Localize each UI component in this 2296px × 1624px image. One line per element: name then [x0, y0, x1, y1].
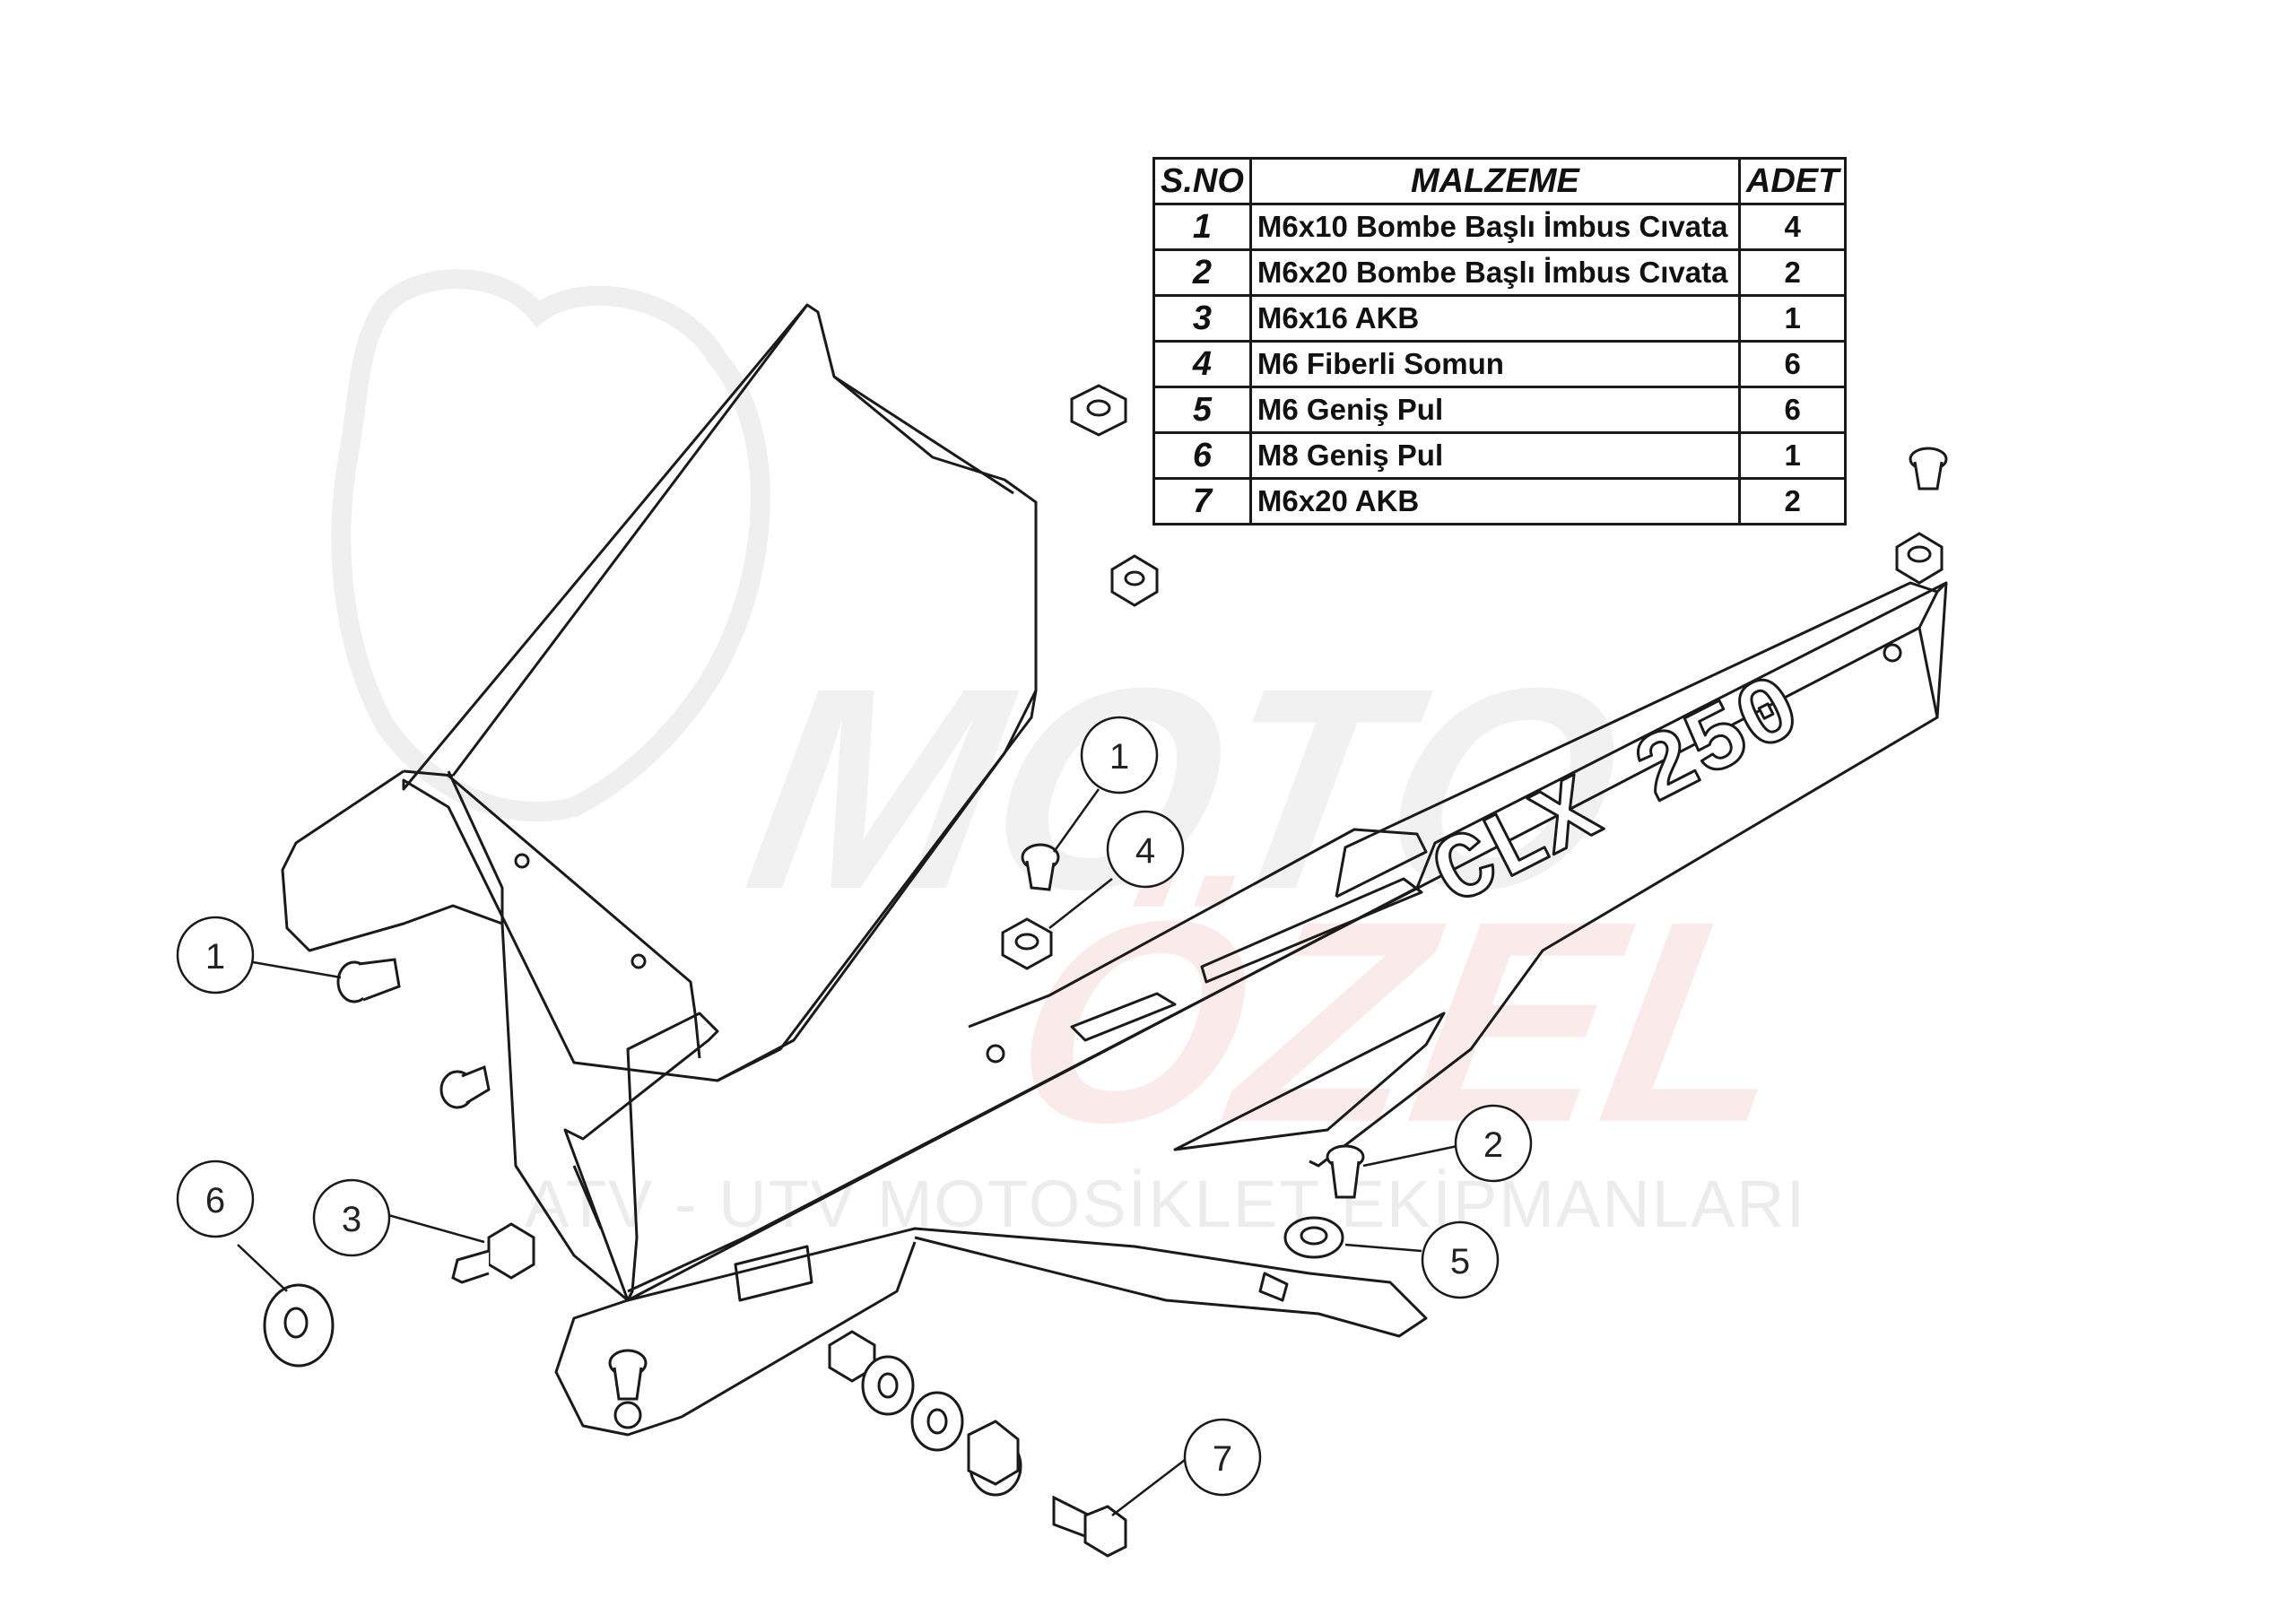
hardware	[263, 384, 1948, 1558]
table-row: 4 M6 Fiberli Somun 6	[1152, 340, 1848, 388]
row-qty: 1	[1737, 431, 1848, 480]
watermark-brand-ozel: ÖZEL	[994, 862, 1815, 1182]
row-qty: 2	[1737, 477, 1848, 525]
row-qty: 6	[1737, 340, 1848, 388]
slot-triangle	[1173, 1012, 1446, 1151]
svg-text:4: 4	[1135, 831, 1155, 871]
bill-of-materials-table: S.NO MALZEME ADET 1 M6x10 Bombe Başlı İm…	[1152, 157, 1848, 525]
slot-small	[1070, 992, 1177, 1042]
callout-balloon: 7	[1183, 1418, 1262, 1497]
svg-text:1: 1	[1109, 737, 1129, 777]
svg-text:5: 5	[1450, 1242, 1470, 1281]
nut-icon	[1895, 532, 1944, 585]
svg-text:7: 7	[1213, 1439, 1232, 1479]
hex-nut-icon	[967, 1420, 1020, 1486]
washer-icon	[910, 1391, 964, 1452]
header-material: MALZEME	[1248, 157, 1741, 205]
button-head-bolt-icon	[1021, 843, 1060, 891]
watermark-brand-moto: MOTO	[729, 629, 1641, 949]
bolt-icon	[1909, 447, 1948, 491]
nut-icon	[1110, 554, 1159, 607]
row-qty: 6	[1737, 386, 1848, 434]
table-row: 3 M6x16 AKB 1	[1152, 294, 1848, 343]
washer-icon	[861, 1355, 915, 1416]
svg-text:6: 6	[205, 1181, 225, 1220]
row-qty: 1	[1737, 294, 1848, 343]
row-material: M6x20 AKB	[1248, 477, 1741, 525]
row-no: 1	[1152, 203, 1252, 251]
washer-icon	[1283, 1216, 1344, 1259]
slot-long	[1200, 877, 1423, 984]
row-material: M8 Geniş Pul	[1248, 431, 1741, 480]
button-head-bolt-icon	[336, 958, 401, 1003]
button-head-bolt-icon	[439, 1064, 491, 1109]
button-head-bolt-icon	[608, 1349, 648, 1401]
callout-balloon: 4	[1106, 810, 1185, 889]
header-no: S.NO	[1152, 157, 1252, 205]
callout-balloon: 2	[1454, 1104, 1533, 1183]
svg-text:2: 2	[1483, 1125, 1503, 1165]
table-row: 6 M8 Geniş Pul 1	[1152, 431, 1848, 480]
callout-balloon: 1	[1080, 716, 1159, 795]
callout-balloon: 1	[176, 916, 255, 994]
row-material: M6 Fiberli Somun	[1248, 340, 1741, 388]
row-no: 2	[1152, 248, 1252, 297]
table-row: 1 M6x10 Bombe Başlı İmbus Cıvata 4	[1152, 203, 1848, 251]
left-bracket	[281, 769, 634, 1302]
table-row: 2 M6x20 Bombe Başlı İmbus Cıvata 2	[1152, 248, 1848, 297]
table-row: 5 M6 Geniş Pul 6	[1152, 386, 1848, 434]
svg-text:1: 1	[205, 937, 225, 977]
callout-balloon: 6	[176, 1159, 255, 1238]
row-no: 6	[1152, 431, 1252, 480]
washer-icon	[263, 1283, 335, 1368]
callouts	[237, 788, 1458, 1516]
hex-bolt-icon	[451, 1222, 535, 1284]
row-material: M6x20 Bombe Başlı İmbus Cıvata	[1248, 248, 1741, 297]
row-no: 3	[1152, 294, 1252, 343]
row-no: 5	[1152, 386, 1252, 434]
watermark-tagline: ATV - UTV MOTOSİKLET EKİPMANLARI	[525, 1167, 1806, 1241]
row-no: 4	[1152, 340, 1252, 388]
header-qty: ADET	[1737, 157, 1848, 205]
svg-text:3: 3	[342, 1200, 361, 1239]
callout-balloon: 3	[312, 1178, 391, 1257]
bottom-lug	[554, 1241, 917, 1437]
row-material: M6x16 AKB	[1248, 294, 1741, 343]
watermark-mascot-icon	[331, 269, 770, 822]
row-qty: 2	[1737, 248, 1848, 297]
row-no: 7	[1152, 477, 1252, 525]
fiber-nut-icon	[1001, 917, 1053, 970]
callout-balloon: 5	[1421, 1220, 1500, 1299]
row-material: M6x10 Bombe Başlı İmbus Cıvata	[1248, 203, 1741, 251]
row-material: M6 Geniş Pul	[1248, 386, 1741, 434]
table-header-row: S.NO MALZEME ADET	[1152, 157, 1848, 205]
button-head-bolt-icon	[1326, 1144, 1365, 1199]
hex-bolt-icon	[1052, 1495, 1127, 1558]
nut-icon	[1070, 384, 1127, 437]
table-row: 7 M6x20 AKB 2	[1152, 477, 1848, 525]
row-qty: 4	[1737, 203, 1848, 251]
